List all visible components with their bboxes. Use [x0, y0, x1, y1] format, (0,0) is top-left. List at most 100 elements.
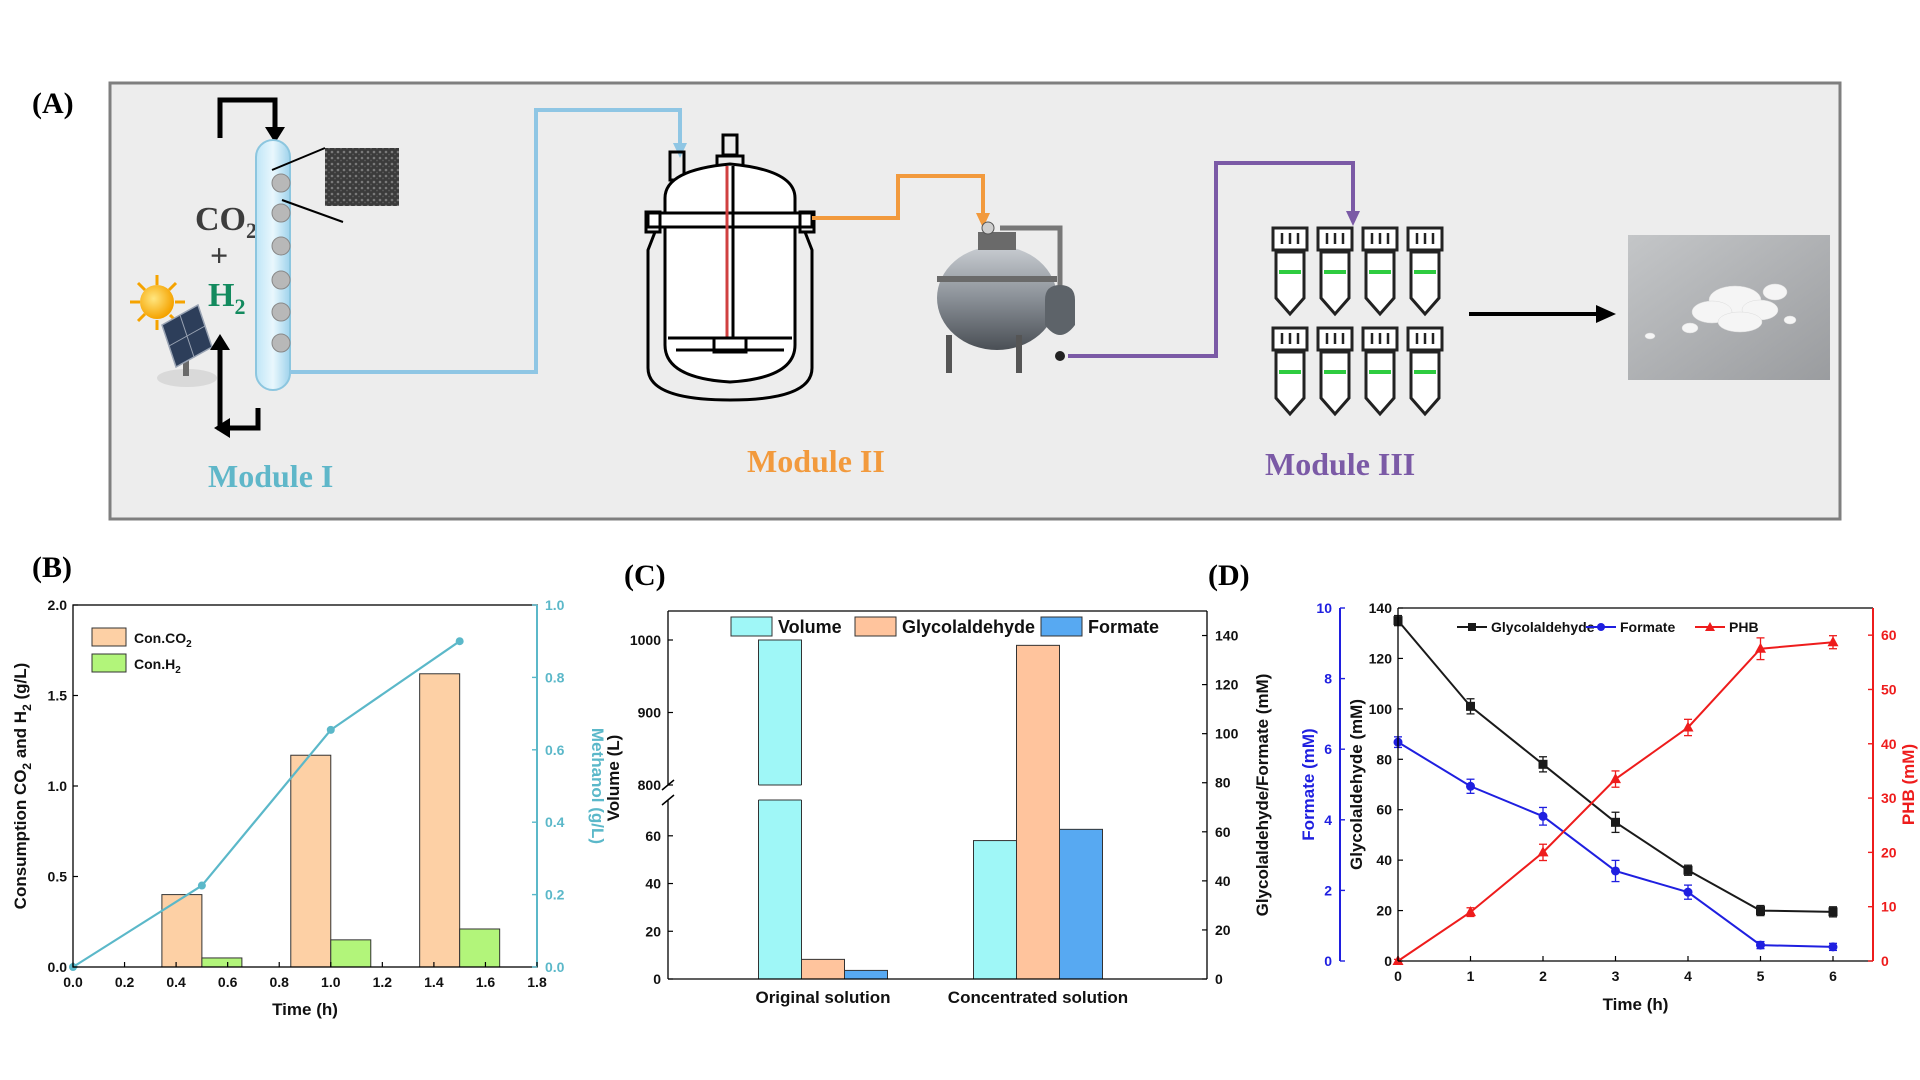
- co2-label: CO2: [195, 201, 257, 243]
- y-middle-tick-label: 20: [1376, 903, 1392, 919]
- y-left-tick-label: 40: [645, 876, 661, 892]
- tube-body: [1319, 350, 1351, 417]
- y-left-tick-label: 1.5: [48, 688, 68, 704]
- module-1-schematic: CO2 + H2 Module I: [130, 97, 399, 494]
- y-left-tick-label: 0: [653, 971, 661, 987]
- legend-marker: [1705, 622, 1715, 631]
- y-left-tick-label: 2.0: [48, 597, 68, 613]
- y-right-tick-label: 120: [1215, 677, 1239, 693]
- bar-glycolaldehyde: [801, 958, 845, 980]
- legend-swatch: [854, 616, 897, 637]
- connector-module2-module3: [812, 174, 985, 220]
- y-right-tick-label: 0.0: [545, 959, 565, 975]
- bar-co2-consumption: [419, 673, 461, 968]
- y-left-tick-label: 900: [638, 705, 662, 721]
- y-left-tick-label: 0.0: [48, 959, 68, 975]
- x-axis-label: Time (h): [272, 1000, 338, 1019]
- y-right-tick-label: 100: [1215, 726, 1239, 742]
- legend-label: Glycolaldehyde: [902, 617, 1035, 637]
- y-middle-tick-label: 40: [1376, 852, 1392, 868]
- x-tick-label: 1.4: [424, 974, 444, 990]
- x-tick-label: 0.8: [269, 974, 289, 990]
- methanol-point: [197, 881, 206, 890]
- y-right-tick-label: 0.8: [545, 669, 565, 685]
- y-right-tick-label: 0: [1215, 971, 1223, 987]
- bar-co2-consumption: [161, 894, 203, 968]
- phb-point: [1755, 642, 1766, 653]
- module-3-tube-rack: [1271, 226, 1444, 417]
- plus-sign: +: [210, 237, 228, 273]
- x-tick-label: 2: [1539, 968, 1547, 984]
- glycolaldehyde-axis-label: Glycolaldehyde (mM): [1347, 699, 1366, 870]
- legend-marker: [1468, 623, 1476, 631]
- x-tick-label: 0.0: [63, 974, 83, 990]
- formate-axis-label: Formate (mM): [1299, 728, 1318, 840]
- legend-label: Con.CO2: [134, 630, 192, 650]
- legend-label: PHB: [1729, 619, 1759, 635]
- formate-point: [1828, 942, 1838, 952]
- x-tick-label: 3: [1612, 968, 1620, 984]
- y-middle-tick-label: 0: [1384, 953, 1392, 969]
- y-left-axis-label: Consumption CO2 and H2 (g/L): [11, 663, 34, 910]
- formate-tick-label: 6: [1324, 741, 1332, 757]
- y-right-axis-label: Glycolaldehyde/Formate (mM): [1253, 674, 1272, 917]
- reactor-column: [255, 139, 291, 391]
- test-tube-icon: [1406, 326, 1444, 417]
- y-right-tick-label: 20: [1215, 922, 1231, 938]
- formate-tick-label: 2: [1324, 882, 1332, 898]
- bar-break-gap: [757, 785, 803, 800]
- y-left-tick-label: 800: [638, 777, 662, 793]
- module-2-label: Module II: [747, 443, 885, 479]
- bar-co2-consumption: [290, 754, 332, 968]
- y-left-tick-label: 0.5: [48, 869, 68, 885]
- methanol-point: [455, 637, 464, 646]
- legend-swatch: [91, 627, 127, 647]
- tube-body: [1319, 250, 1351, 317]
- recycle-arrow-bottom: [217, 345, 261, 431]
- module-2-fermenter: [644, 133, 816, 402]
- bar-glycolaldehyde: [1016, 644, 1060, 980]
- y-right-axis-label: Methanol (g/L): [588, 728, 607, 844]
- glycolaldehyde-point: [1756, 906, 1765, 916]
- y-right-tick-label: 1.0: [545, 597, 565, 613]
- x-category-label: Concentrated solution: [948, 988, 1128, 1007]
- y-right-tick-label: 0.6: [545, 742, 565, 758]
- panel-a: (A) CO2: [32, 81, 1842, 521]
- bar-h2-consumption: [201, 957, 243, 968]
- tube-body: [1364, 250, 1396, 317]
- y-right-tick-label: 40: [1215, 873, 1231, 889]
- test-tube-icon: [1271, 226, 1309, 317]
- y-left-tick-label: 60: [645, 828, 661, 844]
- phb-point: [1827, 636, 1839, 647]
- sem-image-inset: [325, 148, 399, 206]
- tube-body: [1409, 350, 1441, 417]
- methanol-point: [326, 725, 335, 734]
- phb-axis-label: PHB (mM): [1899, 744, 1918, 825]
- bar-volume: [758, 639, 802, 980]
- glycolaldehyde-point: [1683, 865, 1693, 875]
- bar-formate: [844, 969, 888, 980]
- legend-label: Formate: [1088, 617, 1159, 637]
- module-3-label: Module III: [1265, 446, 1415, 482]
- x-tick-label: 6: [1829, 968, 1837, 984]
- glycolaldehyde-point: [1466, 701, 1475, 711]
- y-left-tick-label: 20: [645, 923, 661, 939]
- test-tube-icon: [1271, 326, 1309, 417]
- formate-tick-label: 4: [1324, 812, 1332, 828]
- panel-label-a: (A): [32, 87, 74, 120]
- y-left-tick-label: 1.0: [48, 778, 68, 794]
- legend-marker: [1597, 623, 1605, 631]
- distillation-vessel-icon: [937, 221, 1075, 373]
- phb-tick-label: 50: [1881, 681, 1897, 697]
- phb-tick-label: 10: [1881, 899, 1897, 915]
- phb-point: [1610, 773, 1621, 784]
- x-tick-label: 1: [1467, 968, 1475, 984]
- tube-body: [1274, 250, 1306, 317]
- formate-tick-label: 8: [1324, 671, 1332, 687]
- formate-point: [1756, 940, 1765, 950]
- test-tube-icon: [1361, 226, 1399, 317]
